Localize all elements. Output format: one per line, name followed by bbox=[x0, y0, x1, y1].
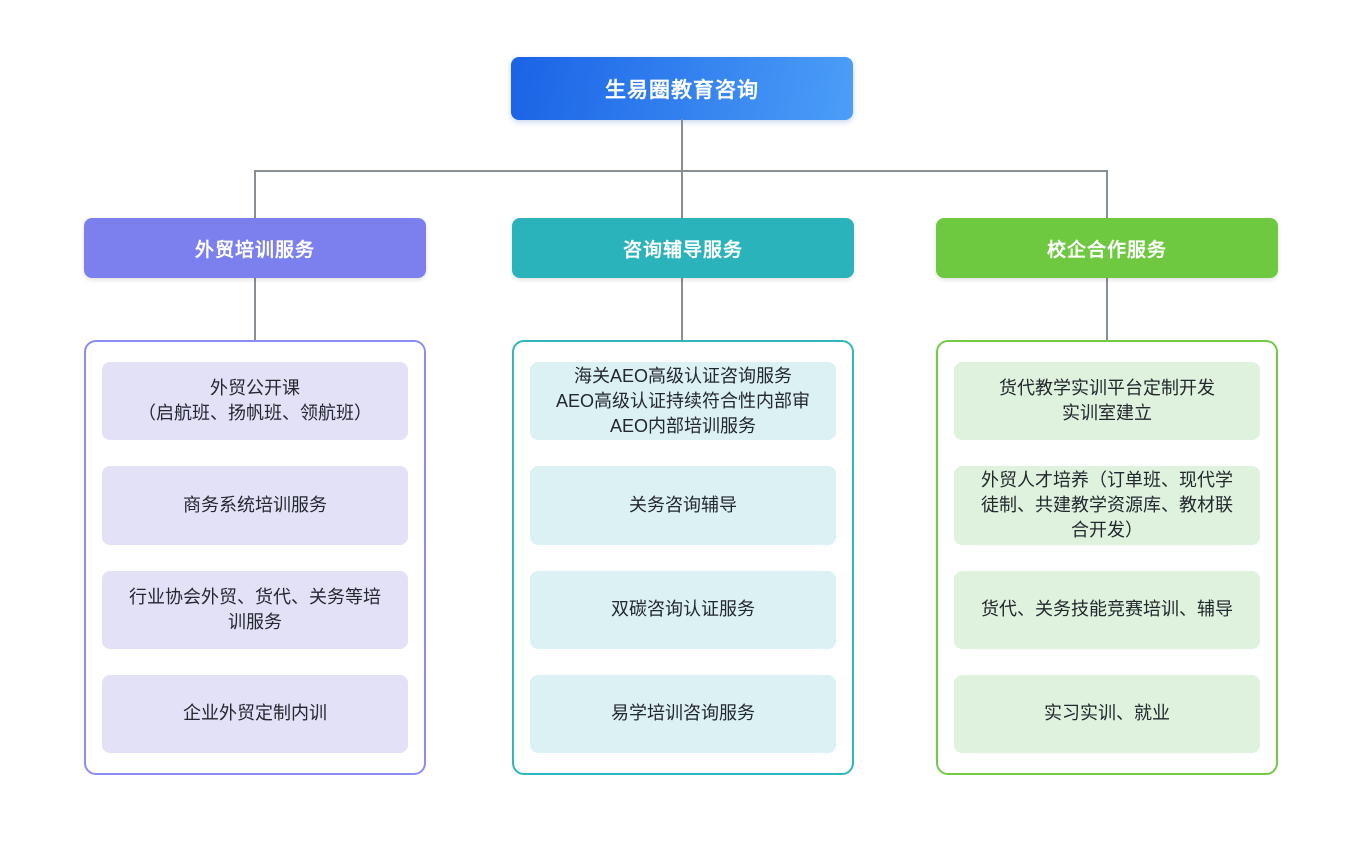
service-item: 货代、关务技能竞赛培训、辅导 bbox=[954, 570, 1260, 649]
branch-header: 咨询辅导服务 bbox=[512, 218, 854, 278]
service-item: 商务系统培训服务 bbox=[102, 466, 408, 545]
branch-items-container: 海关AEO高级认证咨询服务 AEO高级认证持续符合性内部审 AEO内部培训服务关… bbox=[512, 340, 854, 775]
connector-branch-stem-left bbox=[254, 277, 256, 341]
branch-header: 外贸培训服务 bbox=[84, 218, 426, 278]
service-item: 货代教学实训平台定制开发 实训室建立 bbox=[954, 362, 1260, 441]
connector-drop-left bbox=[254, 170, 256, 219]
service-item: 实习实训、就业 bbox=[954, 674, 1260, 753]
connector-drop-right bbox=[1106, 170, 1108, 219]
service-item: 易学培训咨询服务 bbox=[530, 674, 836, 753]
branch-foreign-trade-training: 外贸培训服务 外贸公开课 （启航班、扬帆班、领航班） 商务系统培训服务行业协会外贸… bbox=[84, 218, 426, 775]
branch-items-container: 货代教学实训平台定制开发 实训室建立外贸人才培养（订单班、现代学徒制、共建教学资… bbox=[936, 340, 1278, 775]
branch-header-label: 咨询辅导服务 bbox=[622, 239, 743, 261]
branch-header-label: 外贸培训服务 bbox=[194, 239, 315, 261]
branch-school-enterprise-cooperation: 校企合作服务 货代教学实训平台定制开发 实训室建立外贸人才培养（订单班、现代学徒… bbox=[936, 218, 1278, 775]
branch-consulting-coaching: 咨询辅导服务 海关AEO高级认证咨询服务 AEO高级认证持续符合性内部审 AEO… bbox=[512, 218, 854, 775]
service-item: 关务咨询辅导 bbox=[530, 466, 836, 545]
service-item: 外贸人才培养（订单班、现代学徒制、共建教学资源库、教材联合开发） bbox=[954, 466, 1260, 545]
root-node-label: 生易圈教育咨询 bbox=[605, 78, 759, 102]
branch-header-label: 校企合作服务 bbox=[1046, 239, 1167, 261]
root-node: 生易圈教育咨询 bbox=[511, 57, 853, 120]
service-item: 企业外贸定制内训 bbox=[102, 674, 408, 753]
branch-header: 校企合作服务 bbox=[936, 218, 1278, 278]
connector-branch-stem-right bbox=[1106, 277, 1108, 341]
service-item: 外贸公开课 （启航班、扬帆班、领航班） bbox=[102, 362, 408, 441]
connector-drop-middle bbox=[681, 170, 683, 219]
service-item: 双碳咨询认证服务 bbox=[530, 570, 836, 649]
connector-root-stem bbox=[681, 119, 683, 172]
service-item: 海关AEO高级认证咨询服务 AEO高级认证持续符合性内部审 AEO内部培训服务 bbox=[530, 362, 836, 441]
connector-branch-stem-middle bbox=[681, 277, 683, 341]
service-item: 行业协会外贸、货代、关务等培训服务 bbox=[102, 570, 408, 649]
branch-items-container: 外贸公开课 （启航班、扬帆班、领航班） 商务系统培训服务行业协会外贸、货代、关务等… bbox=[84, 340, 426, 775]
